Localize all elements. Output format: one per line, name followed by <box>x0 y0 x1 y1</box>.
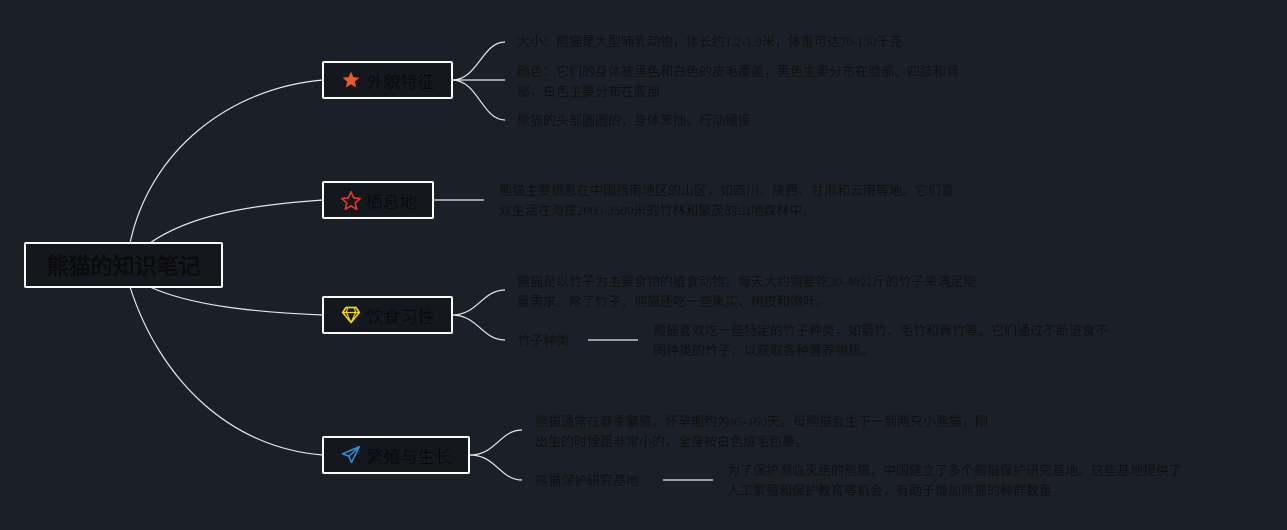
branch-label-breeding: 繁殖与生长 <box>366 447 452 468</box>
subnode-bamboo-types[interactable]: 竹子种类 <box>517 333 570 348</box>
leaf-habitat: 熊猫主要栖息在中国西南地区的山区，如四川、陕西、甘肃和云南等地。它们喜 欢生活在… <box>499 183 955 218</box>
paper-plane-icon <box>341 445 361 465</box>
subnode-protection-base[interactable]: 熊猫保护研究基地 <box>535 473 640 488</box>
branch-label-appearance: 外貌特征 <box>366 72 435 93</box>
connector-appearance-leaf-1 <box>451 41 506 81</box>
leaf-appearance-head: 熊猫的头部圆圆的，身体笨拙，行动缓慢 <box>517 113 752 128</box>
connector-root-appearance <box>129 79 324 244</box>
branch-node-diet[interactable]: 饮食习性 <box>322 296 453 334</box>
connector-root-breeding <box>129 286 324 456</box>
leaf-appearance-color: 颜色：它们的身体被黑色和白色的皮毛覆盖，黑色主要分布在脸部、四肢和背 部，白色主… <box>517 64 960 99</box>
star-outline-icon <box>340 190 361 211</box>
branch-label-habitat: 栖息地 <box>365 192 417 213</box>
connector-root-diet <box>149 286 324 316</box>
leaf-diet: 熊猫是以竹子为主要食物的植食动物。每天大约需要吃30-40公斤的竹子来满足能 量… <box>517 274 977 309</box>
connector-diet-leaf <box>451 289 506 316</box>
branch-node-appearance[interactable]: 外貌特征 <box>322 61 453 99</box>
connector-root-habitat <box>149 199 324 244</box>
root-node[interactable]: 熊猫的知识笔记 <box>24 242 223 288</box>
root-title: 熊猫的知识笔记 <box>46 255 201 280</box>
star-filled-icon <box>341 70 361 90</box>
diamond-icon <box>341 305 361 325</box>
leaf-bamboo-types: 熊猫喜欢吃一些特定的竹子种类，如箭竹、毛竹和青竹等。它们通过不断进食不 同种类的… <box>653 323 1109 358</box>
branch-node-breeding[interactable]: 繁殖与生长 <box>322 436 470 474</box>
connector-breeding-sub <box>469 454 523 481</box>
leaf-protection-base: 为了保护濒临灭绝的熊猫，中国建立了多个熊猫保护研究基地。这些基地提供了 人工繁殖… <box>727 463 1183 498</box>
branch-label-diet: 饮食习性 <box>366 307 435 328</box>
leaf-breeding: 熊猫通常在春季繁殖，怀孕期约为95-160天。母熊猫会生下一到两只小熊猫，刚 出… <box>535 414 988 449</box>
connector-diet-sub <box>451 314 506 341</box>
connector-appearance-leaf-3 <box>451 79 506 121</box>
connector-breeding-leaf <box>469 429 523 456</box>
leaf-appearance-size: 大小：熊猫是大型哺乳动物，体长约1.2-1.9米，体重可达70-150千克 <box>517 34 903 49</box>
branch-node-habitat[interactable]: 栖息地 <box>322 181 434 219</box>
